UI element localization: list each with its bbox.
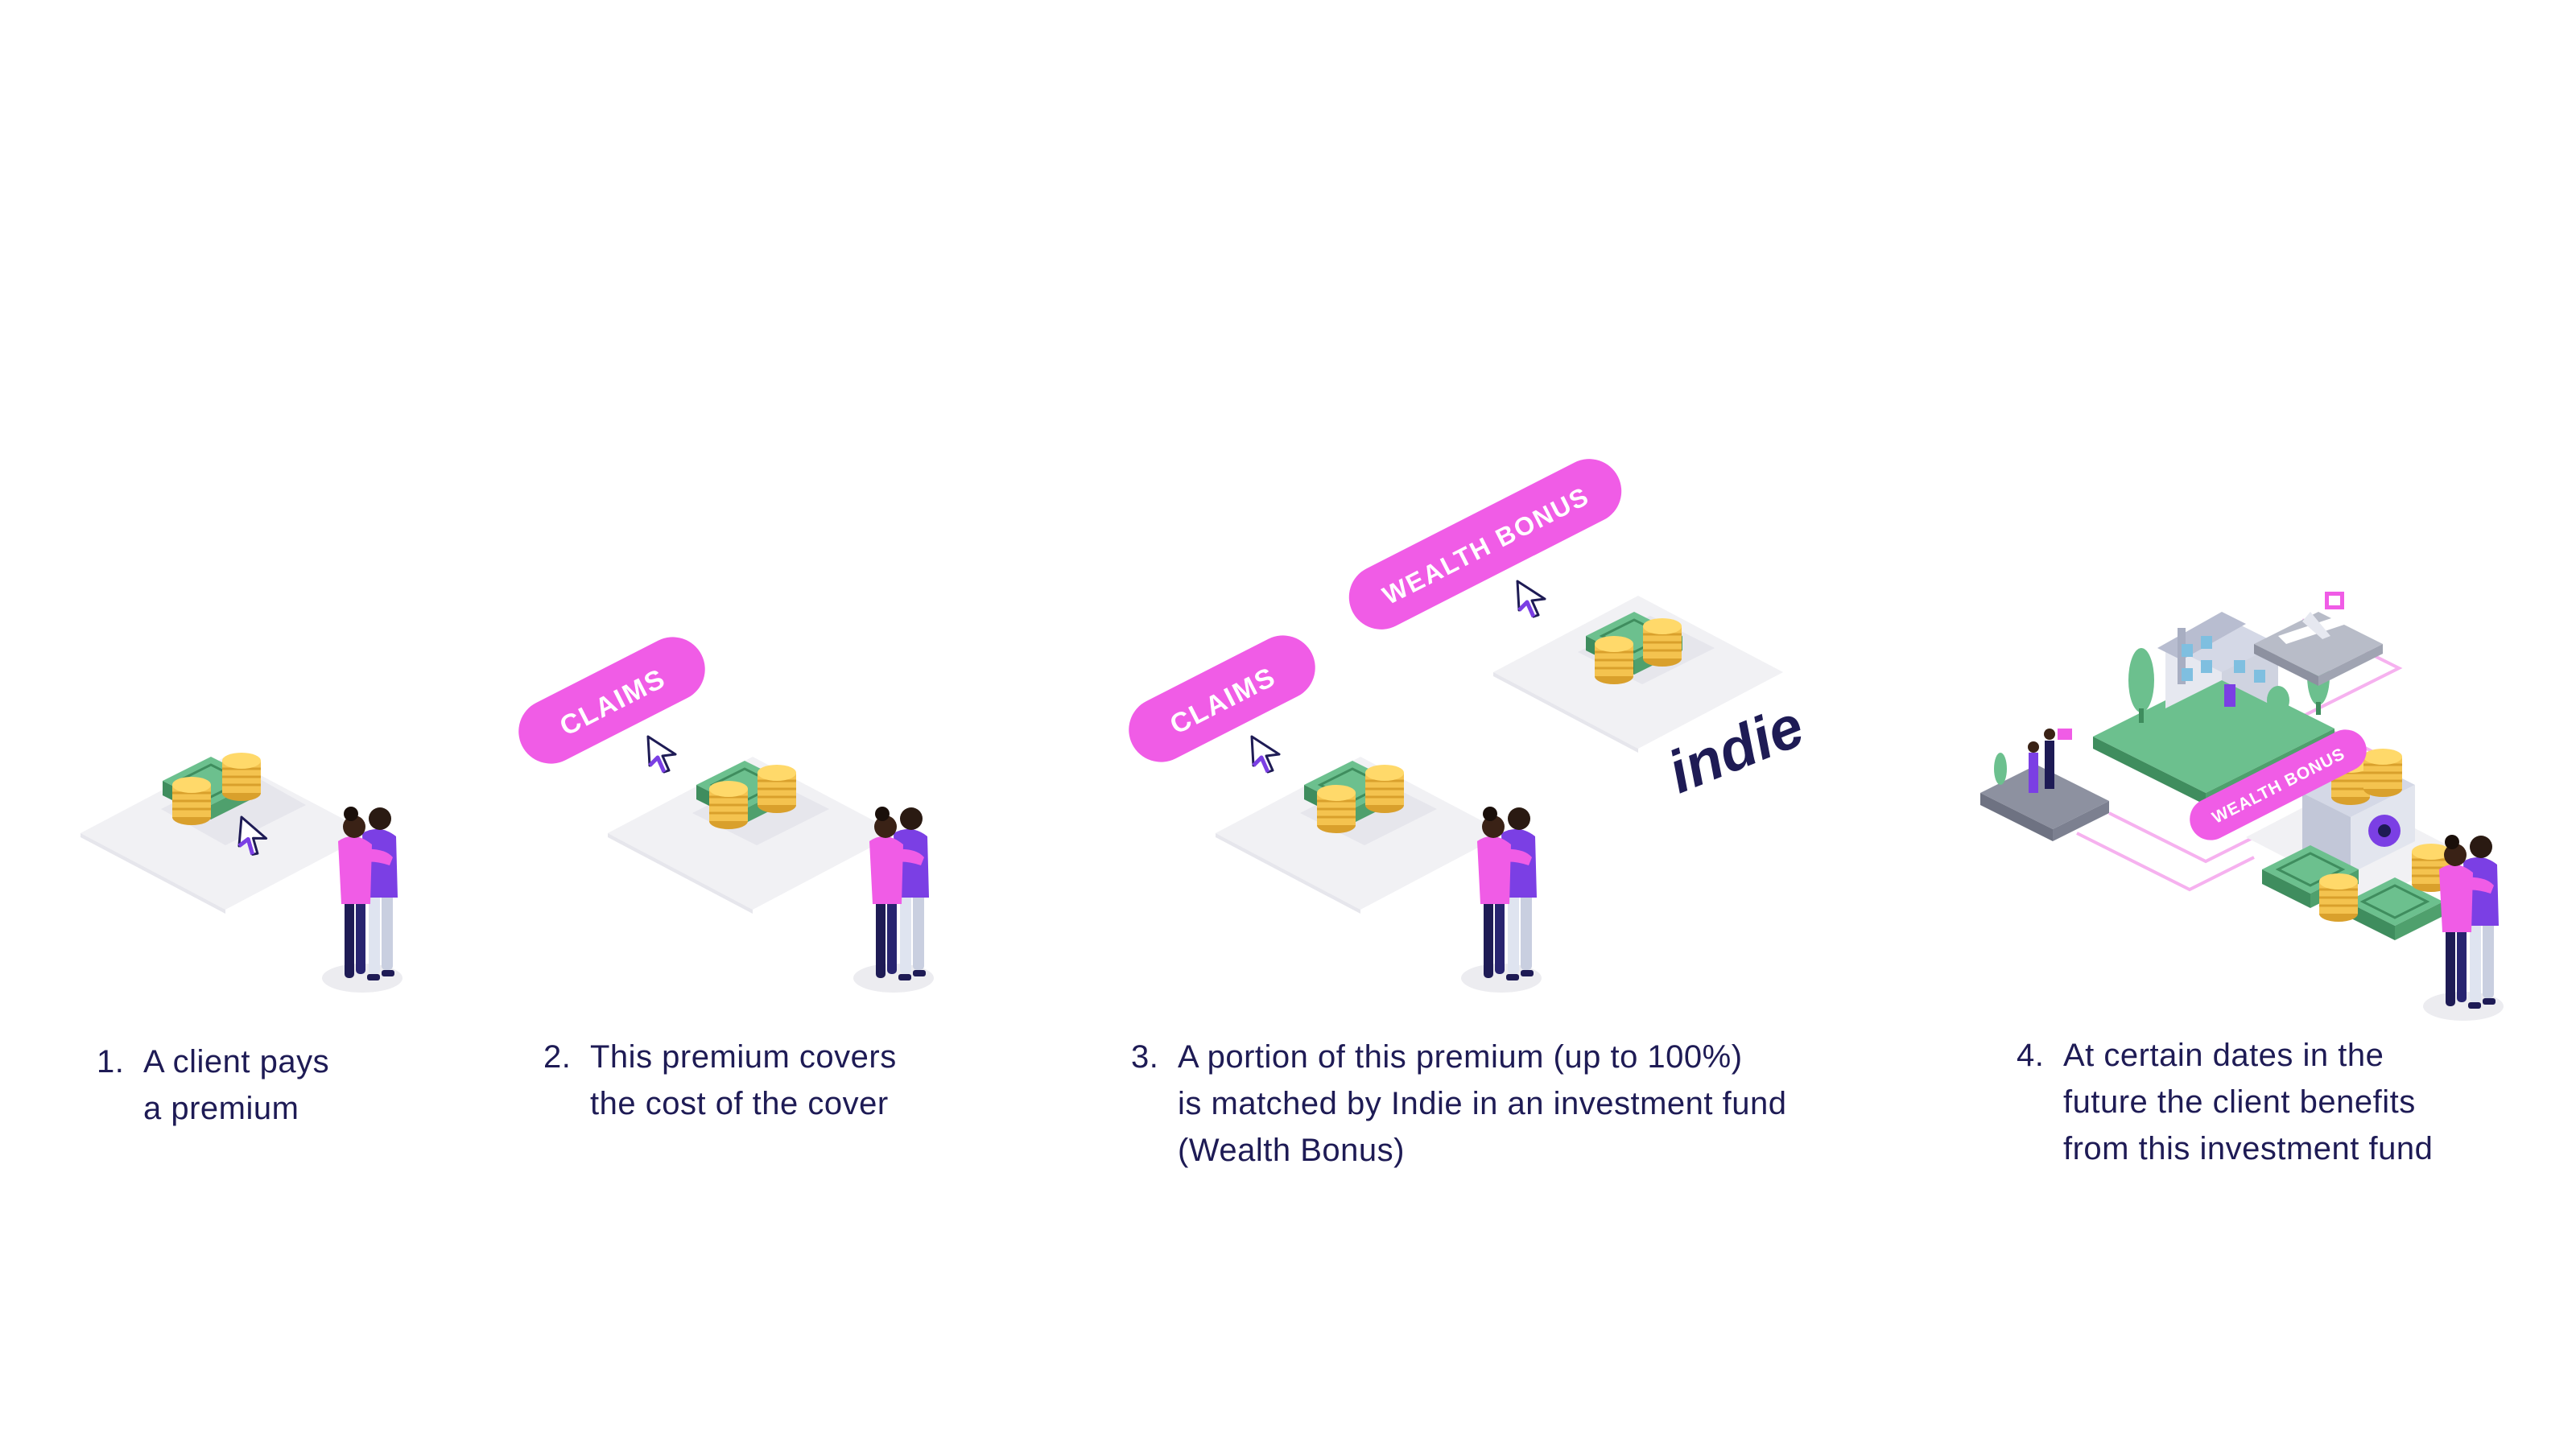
step-2: 2. This premium covers the cost of the c… <box>543 1034 897 1127</box>
step-3: 3. A portion of this premium (up to 100%… <box>1131 1034 1786 1174</box>
step-4-illustration: WEALTH BONUS <box>1980 592 2504 1021</box>
step-4-number: 4. <box>2017 1038 2045 1073</box>
claims-tag-3: CLAIMS <box>1129 635 1315 762</box>
claims-tag-2: CLAIMS <box>518 637 705 764</box>
step-1-text: A client pays a premium <box>143 1044 330 1126</box>
step-2-number: 2. <box>543 1039 572 1075</box>
step-4: 4. At certain dates in the future the cl… <box>2017 1032 2433 1172</box>
wealth-bonus-tag-3: WEALTH BONUS <box>1348 459 1622 630</box>
step-3-number: 3. <box>1131 1039 1159 1075</box>
step-1-illustration <box>80 751 402 993</box>
step-1: 1. A client pays a premium <box>97 1038 329 1132</box>
svg-text:WEALTH BONUS: WEALTH BONUS <box>1378 481 1594 611</box>
step-3-illustration: CLAIMS WEALTH BONUS indie <box>1129 459 1813 993</box>
step-1-number: 1. <box>97 1044 125 1080</box>
step-3-text: A portion of this premium (up to 100%) i… <box>1178 1039 1787 1168</box>
step-4-text: At certain dates in the future the clien… <box>2063 1038 2434 1166</box>
step-2-text: This premium covers the cost of the cove… <box>590 1039 897 1121</box>
step-2-illustration: CLAIMS <box>518 637 934 993</box>
